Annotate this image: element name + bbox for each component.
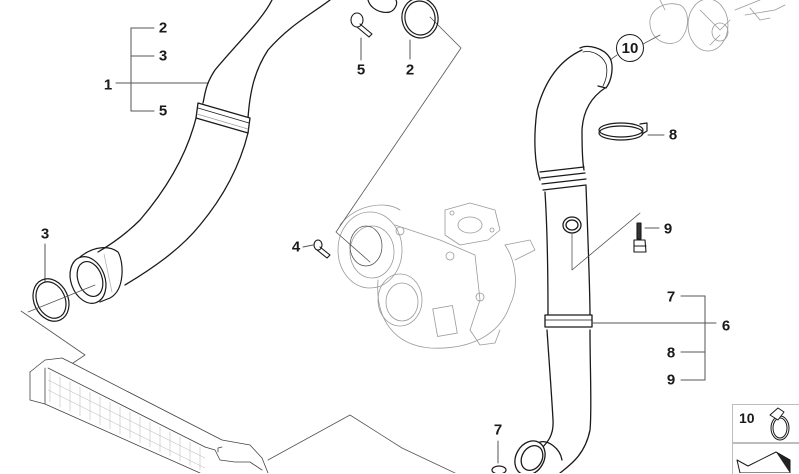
bracket-item-6 (591, 295, 717, 381)
bracket-item-1 (115, 27, 209, 112)
intercooler (29, 357, 269, 473)
legend-box: 10 (732, 404, 799, 444)
wedge-shape-icon (736, 451, 791, 473)
legend-item-number: 10 (739, 410, 755, 426)
callout-5-bolt[interactable]: 5 (356, 61, 366, 79)
bolt-5-top (350, 12, 373, 61)
right-charge-pipe (514, 45, 613, 473)
callout-1[interactable]: 1 (103, 76, 113, 94)
callout-9-bracket[interactable]: 9 (666, 371, 676, 389)
sensor-9 (633, 222, 660, 253)
callout-9-sensor[interactable]: 9 (663, 220, 673, 238)
callout-8-bracket[interactable]: 8 (666, 344, 676, 362)
water-pump (649, 0, 786, 52)
callout-10-circled[interactable]: 10 (616, 34, 644, 62)
leader-line-10 (642, 34, 661, 45)
callout-3-upper[interactable]: 3 (158, 47, 168, 65)
callout-4-bolt[interactable]: 4 (291, 238, 301, 256)
bolt-4 (302, 239, 331, 259)
upper-charge-hose (97, 0, 331, 286)
o-ring-7-bottom (491, 440, 507, 473)
turbocharger (337, 202, 536, 349)
o-ring-2-top (367, 0, 439, 60)
callout-6-pipe[interactable]: 6 (721, 317, 731, 335)
callout-2-oring[interactable]: 2 (405, 61, 415, 79)
hose-clamp-icon (769, 407, 790, 441)
callout-7-bracket[interactable]: 7 (666, 288, 676, 306)
callout-7-oring[interactable]: 7 (493, 421, 503, 439)
hose-end-fitting (69, 247, 123, 304)
leader-line-sensor (571, 212, 641, 271)
hose-clamp-8 (598, 122, 665, 141)
callout-8-clamp[interactable]: 8 (668, 126, 678, 144)
callout-3-oring[interactable]: 3 (40, 225, 50, 243)
leader-line-lower (267, 414, 456, 473)
callout-5-upper[interactable]: 5 (158, 102, 168, 120)
callout-2-upper[interactable]: 2 (158, 19, 168, 37)
leader-line-intercooler (20, 310, 86, 364)
leader-line-turbo (335, 16, 462, 263)
legend-box-secondary (732, 442, 799, 474)
o-ring-3-left (27, 243, 96, 322)
